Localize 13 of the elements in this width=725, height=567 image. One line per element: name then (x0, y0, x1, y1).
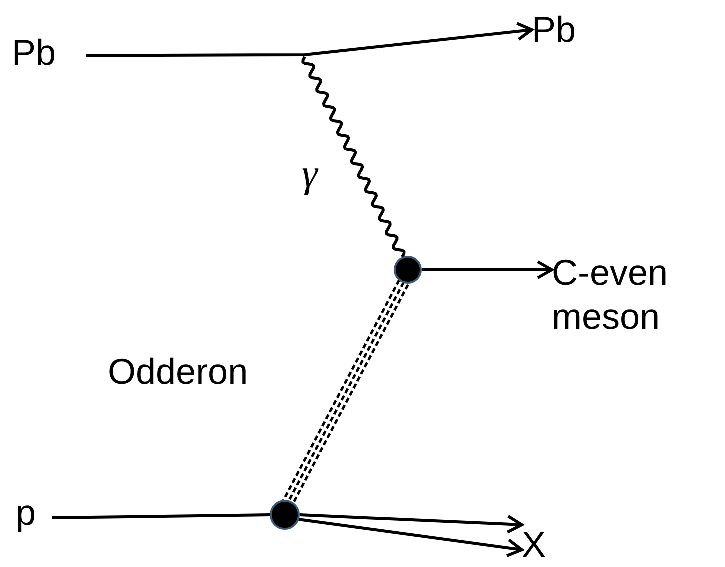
vertex-dot (394, 256, 422, 284)
vertex-dot (270, 500, 300, 530)
particle-label: p (16, 488, 52, 538)
particle-label: Pb (532, 2, 608, 58)
particle-label: X (522, 520, 562, 567)
particle-label: Pb (12, 25, 86, 81)
arrow (298, 518, 524, 558)
line (52, 514, 270, 520)
arrow (86, 22, 534, 58)
wavy-line (302, 56, 406, 258)
arrow (300, 514, 524, 534)
arrow (422, 260, 554, 280)
particle-label: C-even meson (552, 245, 722, 345)
